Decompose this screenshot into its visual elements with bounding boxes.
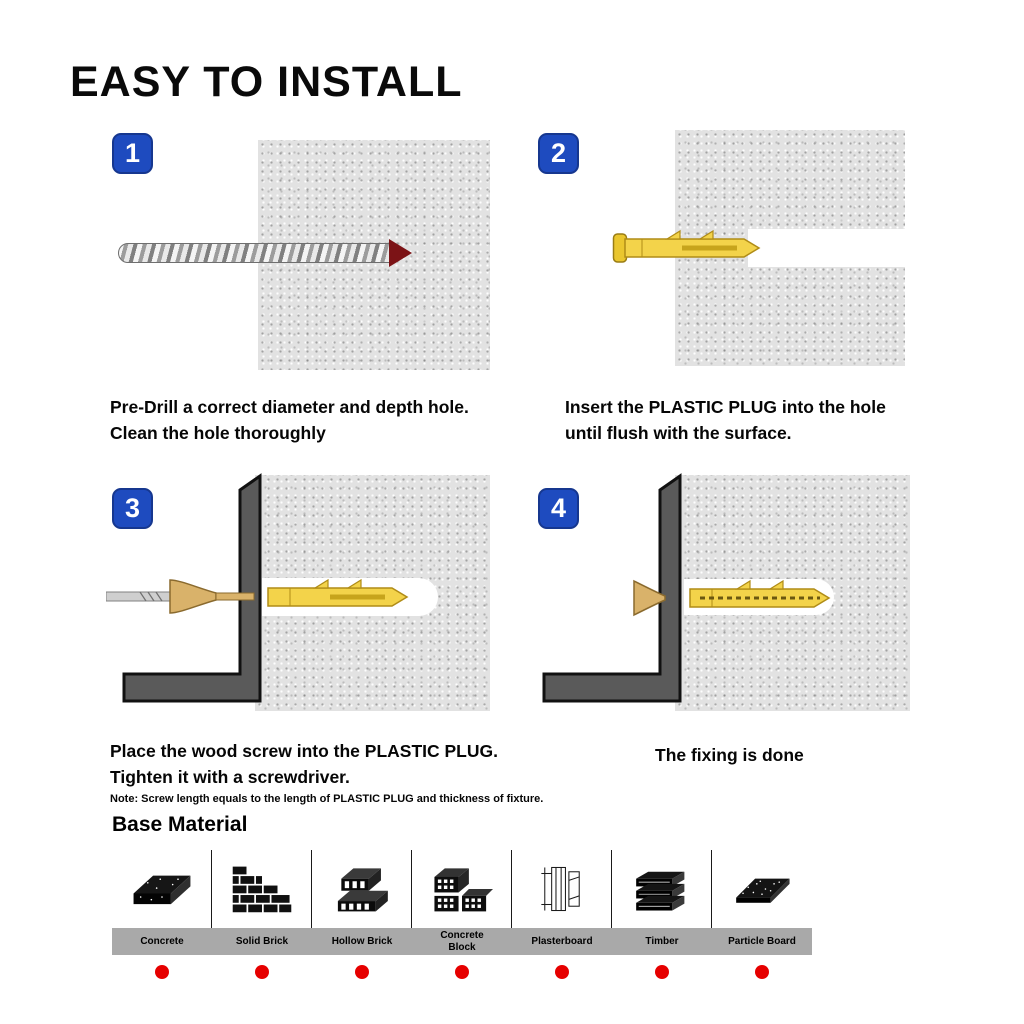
step-3-caption: Place the wood screw into the PLASTIC PL… [110,738,540,791]
material-cell-solid-brick [212,850,312,928]
plastic-plug-icon [267,578,409,607]
step-3-caption-line-1: Place the wood screw into the PLASTIC PL… [110,741,498,761]
step-2-badge: 2 [538,133,579,174]
base-material-strip: Concrete Solid Brick Hollow Brick Concre… [112,850,812,979]
step-2-caption: Insert the PLASTIC PLUG into the hole un… [565,394,935,447]
step-3-badge: 3 [112,488,153,529]
red-indicator-dot [155,965,169,979]
red-indicator-dot [755,965,769,979]
flush-screw-head-icon [633,579,666,617]
red-indicator-dot [555,965,569,979]
step-3-caption-line-2: Tighten it with a screwdriver. [110,767,350,788]
step-3-note: Note: Screw length equals to the length … [110,793,544,805]
material-icons-row [112,850,812,928]
material-cell-concrete-block [412,850,512,928]
base-material-heading: Base Material [112,813,248,836]
step-2-drilled-hole [748,229,905,267]
material-indicator-row [112,965,812,979]
step-4-caption-line-1: The fixing is done [655,745,804,765]
plastic-plug-with-screw-icon [689,579,831,608]
material-label-plasterboard: Plasterboard [531,935,593,947]
step-1-badge: 1 [112,133,153,174]
concrete-icon [133,875,190,905]
page-title: EASY TO INSTALL [70,58,463,106]
red-indicator-dot [355,965,369,979]
material-label-band: Concrete Solid Brick Hollow Brick Concre… [112,928,812,955]
material-label-solid-brick: Solid Brick [235,935,289,947]
step-2-caption-line-1: Insert the PLASTIC PLUG into the hole [565,397,886,417]
material-cell-concrete [112,850,212,928]
red-indicator-dot [655,965,669,979]
step-4-badge: 4 [538,488,579,529]
material-cell-plasterboard [512,850,612,928]
timber-icon [635,871,684,911]
drill-bit-icon [118,236,414,270]
material-cell-particle-board [712,850,812,928]
material-label-hollow-brick: Hollow Brick [331,935,393,947]
material-cell-hollow-brick [312,850,412,928]
step-4-caption: The fixing is done [655,742,955,768]
material-label-timber: Timber [645,935,679,947]
solid-brick-icon [232,866,291,913]
plastic-plug-icon [612,229,761,263]
wood-screw-icon [106,579,255,614]
red-indicator-dot [455,965,469,979]
material-label-concrete-block: Concrete Block [440,930,484,953]
step-1-caption-line-2: Clean the hole thoroughly [110,423,326,444]
material-label-particle-board: Particle Board [728,935,796,947]
step-1-caption: Pre-Drill a correct diameter and depth h… [110,394,530,447]
concrete-block-icon [433,868,493,912]
step-2-caption-line-2: until flush with the surface. [565,423,792,444]
material-label-concrete: Concrete [140,935,184,947]
red-indicator-dot [255,965,269,979]
particle-board-icon [736,878,790,903]
plasterboard-icon [540,866,580,912]
hollow-brick-icon [337,868,388,912]
step-1-caption-line-1: Pre-Drill a correct diameter and depth h… [110,397,469,417]
material-cell-timber [612,850,712,928]
fixture-bracket-icon [542,473,682,703]
drill-shaft [118,243,390,263]
fixture-bracket-icon [122,473,262,703]
drill-tip [389,239,412,267]
